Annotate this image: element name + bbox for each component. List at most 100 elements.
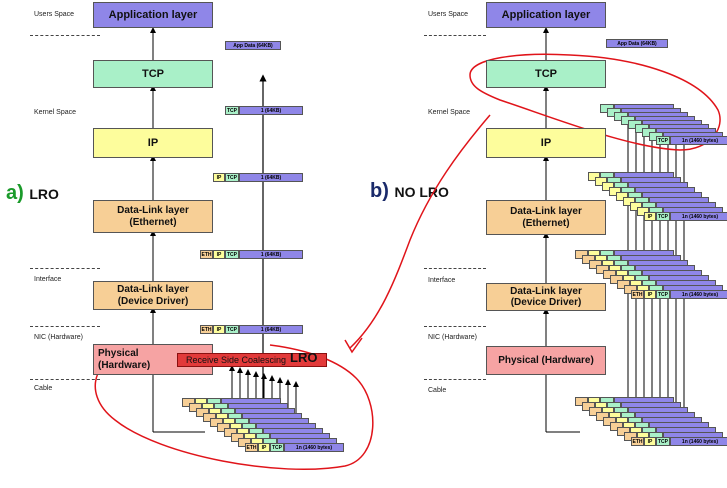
eth-header	[603, 270, 616, 279]
payload-segment: 1n (1460 bytes)	[670, 136, 727, 145]
left-datalink-ethernet-layer: Data-Link layer (Ethernet)	[93, 200, 213, 233]
stacked-packet	[238, 438, 337, 447]
right-dl-eth-line1: Data-Link layer	[510, 206, 582, 217]
tcp-header: TCP	[656, 290, 670, 299]
left-ip-packet: IP TCP 1 (64KB)	[213, 173, 303, 182]
ip-header: IP	[258, 443, 270, 452]
kernel-space-label-right: Kernel Space	[428, 109, 471, 116]
red-annotations	[94, 53, 721, 471]
payload-segment: 1n (1460 bytes)	[670, 212, 727, 221]
eth-header	[589, 407, 602, 416]
eth-header	[596, 265, 609, 274]
divider	[424, 326, 486, 327]
rsc-label: Receive Side Coalescing	[186, 354, 287, 365]
eth-header	[575, 250, 588, 259]
stacked-packet	[603, 270, 702, 279]
eth-header: ETH	[631, 290, 644, 299]
eth-header	[596, 412, 609, 421]
right-physical-layer: Physical (Hardware)	[486, 346, 606, 375]
interface-label-right: Interface	[428, 277, 456, 284]
divider	[424, 35, 486, 36]
right-app-data-label: App Data (64KB)	[606, 39, 668, 48]
cable-label: Cable	[34, 385, 53, 392]
eth-header	[203, 413, 216, 422]
ip-header	[616, 192, 628, 201]
nic-label-right: NIC (Hardware)	[428, 334, 478, 341]
left-app-data-label: App Data (64KB)	[225, 41, 281, 50]
divider	[30, 379, 100, 380]
ip-header: IP	[213, 173, 225, 182]
ip-header	[602, 182, 614, 191]
eth-header	[182, 398, 195, 407]
payload-segment: 1n (1460 bytes)	[670, 437, 727, 446]
eth-header: ETH	[631, 437, 644, 446]
panel-a-tag: a) LRO	[6, 182, 59, 205]
eth-header	[603, 417, 616, 426]
eth-header	[189, 403, 202, 412]
divider	[30, 326, 100, 327]
ip-header	[630, 202, 642, 211]
left-ip-label: IP	[147, 136, 159, 149]
right-physical-label: Physical (Hardware)	[498, 354, 594, 366]
right-stack-arrows	[543, 27, 580, 433]
payload-segment: 1n (1460 bytes)	[670, 290, 727, 299]
ip-header	[595, 177, 607, 186]
left-eth-packet: ETH IP TCP 1 (64KB)	[200, 250, 303, 259]
eth-header: ETH	[200, 325, 213, 334]
ip-header	[609, 187, 621, 196]
segment-label: 1 (64KB)	[239, 325, 303, 334]
eth-header	[238, 438, 251, 447]
tcp-header: TCP	[656, 437, 670, 446]
segment-label: 1 (64KB)	[239, 173, 303, 182]
left-driver-packet: ETH IP TCP 1 (64KB)	[200, 325, 303, 334]
left-application-layer: Application layer	[93, 2, 213, 28]
ip-header	[588, 172, 600, 181]
divider	[30, 35, 100, 36]
nic-label: NIC (Hardware)	[34, 334, 84, 341]
right-ip-label: IP	[540, 136, 552, 149]
right-tcp-label: TCP	[535, 67, 557, 80]
payload-segment: 1n (1460 bytes)	[284, 443, 344, 452]
stacked-packet	[617, 280, 716, 289]
left-app-data-packet: App Data (64KB)	[225, 41, 281, 50]
ip-header: IP	[644, 437, 656, 446]
ip-header: IP	[213, 325, 225, 334]
right-application-label: Application layer	[501, 8, 591, 21]
right-app-data-packet: App Data (64KB)	[606, 39, 668, 48]
eth-header	[196, 408, 209, 417]
right-dl-drv-line2: (Device Driver)	[510, 297, 582, 308]
panel-a-letter: a)	[6, 182, 24, 204]
eth-header	[582, 255, 595, 264]
users-space-label: Users Space	[34, 11, 75, 18]
eth-header	[575, 397, 588, 406]
left-dl-eth-line2: (Ethernet)	[129, 216, 177, 228]
eth-header	[624, 285, 637, 294]
eth-header	[617, 427, 630, 436]
right-application-layer: Application layer	[486, 2, 606, 28]
lro-overlay-label: LRO	[290, 350, 318, 365]
segment-label: 1 (64KB)	[239, 250, 303, 259]
eth-header	[617, 280, 630, 289]
eth-header	[624, 432, 637, 441]
left-stack-arrows	[150, 27, 205, 433]
eth-header	[231, 433, 244, 442]
users-space-label-right: Users Space	[428, 11, 469, 18]
left-tcp-packet: TCP 1 (64KB)	[225, 106, 303, 115]
segment-label: 1 (64KB)	[239, 106, 303, 115]
left-tcp-layer: TCP	[93, 60, 213, 88]
eth-header: ETH	[245, 443, 258, 452]
tcp-header: TCP	[225, 325, 239, 334]
right-dl-eth-line2: (Ethernet)	[522, 217, 570, 229]
eth-header	[210, 418, 223, 427]
eth-header	[610, 422, 623, 431]
tcp-header: TCP	[225, 106, 239, 115]
divider	[424, 268, 486, 269]
left-phys-line2: (Hardware)	[98, 359, 151, 371]
eth-header	[589, 260, 602, 269]
eth-header	[610, 275, 623, 284]
left-phys-line1: Physical	[98, 348, 139, 359]
right-datalink-ethernet-layer: Data-Link layer (Ethernet)	[486, 200, 606, 235]
